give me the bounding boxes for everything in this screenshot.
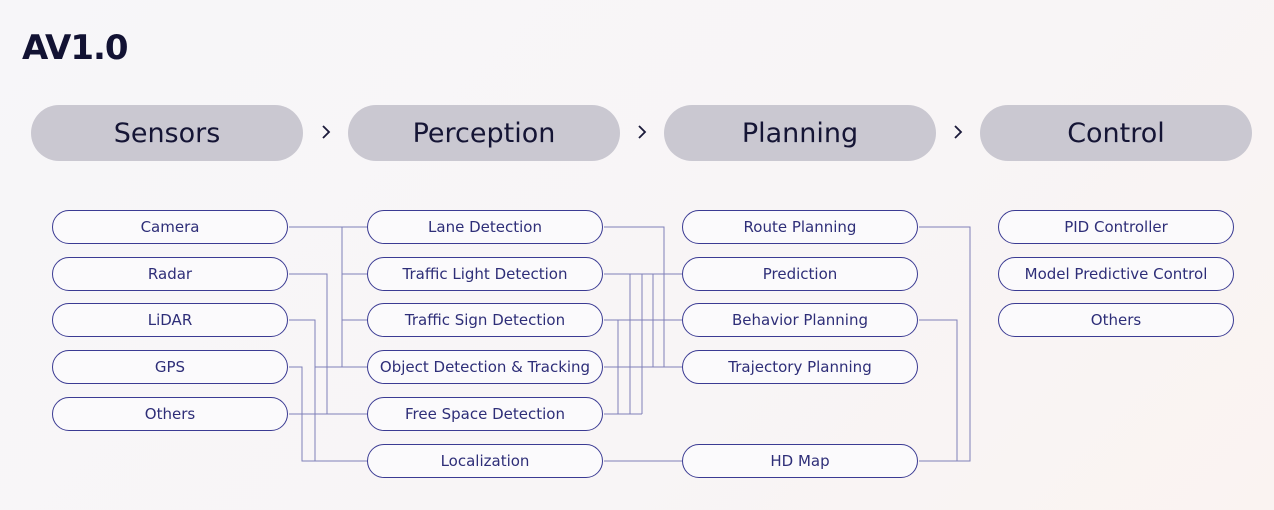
node-sensor-others: Others — [52, 397, 288, 431]
link-lidar — [289, 319, 367, 462]
node-camera: Camera — [52, 210, 288, 244]
chevron-right-icon — [638, 125, 647, 139]
node-object-detection-tracking: Object Detection & Tracking — [367, 350, 603, 384]
chevron-right-icon — [954, 125, 963, 139]
page-title: AV1.0 — [22, 28, 129, 68]
node-lane-detection: Lane Detection — [367, 210, 603, 244]
stage-sensors: Sensors — [31, 105, 303, 161]
link-lane-detection — [604, 226, 665, 367]
node-pid-controller: PID Controller — [998, 210, 1234, 244]
node-control-others: Others — [998, 303, 1234, 337]
node-route-planning: Route Planning — [682, 210, 918, 244]
node-prediction: Prediction — [682, 257, 918, 291]
stage-perception: Perception — [348, 105, 620, 161]
node-free-space-detection: Free Space Detection — [367, 397, 603, 431]
node-hd-map: HD Map — [682, 444, 918, 478]
link-route-planning — [919, 226, 971, 462]
link-behavior-planning — [919, 319, 958, 461]
node-traffic-sign-detection: Traffic Sign Detection — [367, 303, 603, 337]
chevron-right-icon — [322, 125, 331, 139]
link-radar — [289, 273, 367, 415]
node-lidar: LiDAR — [52, 303, 288, 337]
node-behavior-planning: Behavior Planning — [682, 303, 918, 337]
node-model-predictive-control: Model Predictive Control — [998, 257, 1234, 291]
node-traffic-light-detection: Traffic Light Detection — [367, 257, 603, 291]
stage-planning: Planning — [664, 105, 936, 161]
node-localization: Localization — [367, 444, 603, 478]
node-radar: Radar — [52, 257, 288, 291]
node-gps: GPS — [52, 350, 288, 384]
stage-control: Control — [980, 105, 1252, 161]
node-trajectory-planning: Trajectory Planning — [682, 350, 918, 384]
